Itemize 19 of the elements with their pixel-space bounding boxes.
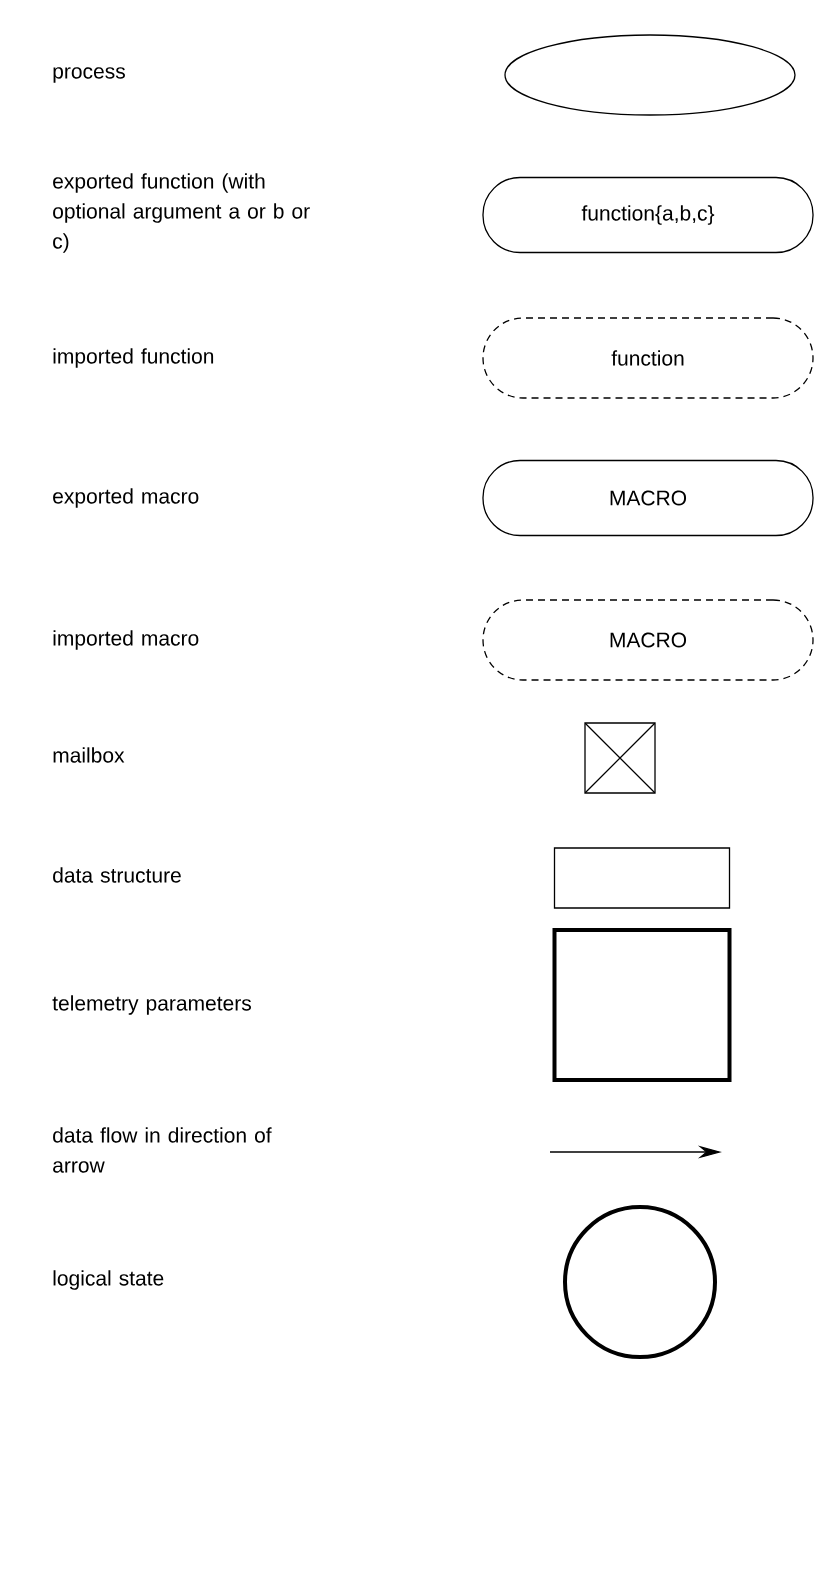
symbol-description: data flow in direction of arrow [53,1127,272,1173]
symbol-description: process [53,67,125,83]
symbol-description: logical state [53,1270,164,1290]
symbol-description: imported macro [53,630,199,650]
rounded-box: function [482,317,814,399]
rounded-box: function{a,b,c} [482,176,814,254]
rectangle [553,847,731,909]
symbol-description: exported function (with optional argument a or b or c) [53,173,310,253]
symbol-description: mailbox [53,747,125,763]
rounded-box: MACRO [482,599,814,681]
rounded-box: MACRO [482,459,814,537]
rectangle [552,928,732,1082]
symbol-description: imported function [53,348,214,368]
symbol-description: data structure [53,867,181,883]
symbol-description: exported macro [53,488,199,508]
symbol-description: telemetry parameters [52,995,251,1015]
ellipse [504,34,796,116]
crossed-box [584,722,656,794]
circle [563,1205,717,1359]
